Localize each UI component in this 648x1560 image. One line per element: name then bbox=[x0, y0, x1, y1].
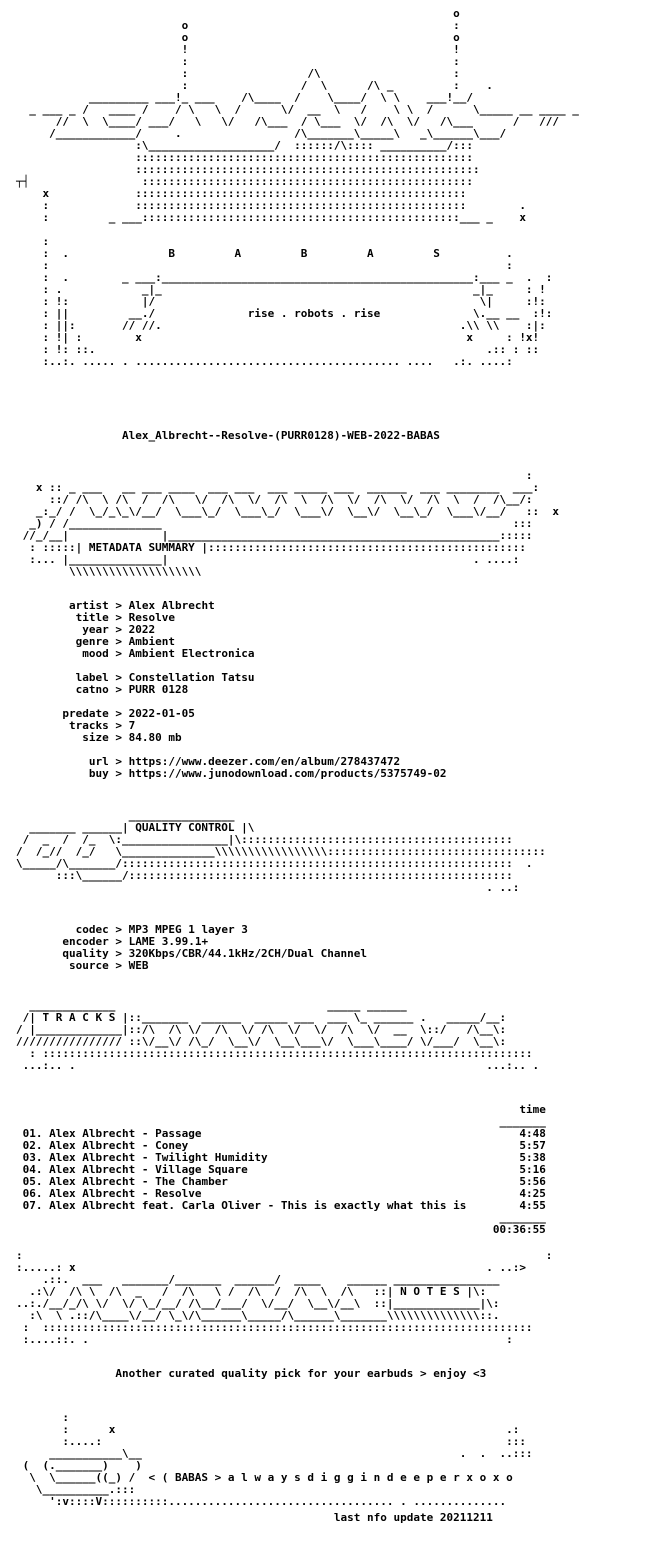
field-value: 7 bbox=[128, 719, 136, 732]
quality-control-fields: codec > MP3 MPEG 1 layer 3 encoder > LAM… bbox=[55, 923, 368, 972]
last-update-text: last nfo update 20211211 bbox=[333, 1511, 493, 1524]
track-number: 07. bbox=[22, 1199, 43, 1212]
field-key: buy bbox=[55, 767, 109, 780]
track-time: 5:38 bbox=[519, 1151, 546, 1164]
ascii-notes-banner: : : :.....: x . ..:> .::. ___ _______/__… bbox=[16, 1249, 553, 1346]
ascii-quality-control-banner: ________________ _______ ______| QUALITY… bbox=[16, 809, 546, 894]
total-time: 00:36:55 bbox=[492, 1223, 546, 1236]
track-number: 01. bbox=[22, 1127, 43, 1140]
last-update: last nfo update 20211211 bbox=[16, 1512, 493, 1524]
track-title: Alex Albrecht - Village Square bbox=[49, 1163, 248, 1176]
field-key: tracks bbox=[55, 719, 109, 732]
field-value: 2022-01-05 bbox=[128, 707, 195, 720]
tracks-rule: _______ bbox=[499, 1211, 546, 1224]
field-key: quality bbox=[55, 947, 109, 960]
field-key: year bbox=[55, 623, 109, 636]
track-title: Alex Albrecht feat. Carla Oliver - This … bbox=[49, 1199, 467, 1212]
field-key: catno bbox=[55, 683, 109, 696]
field-value: 320Kbps/CBR/44.1kHz/2CH/Dual Channel bbox=[128, 947, 368, 960]
field-key: mood bbox=[55, 647, 109, 660]
table-row: 05. Alex Albrecht - The Chamber 5:56 bbox=[16, 1175, 546, 1188]
track-number: 02. bbox=[22, 1139, 43, 1152]
table-row: 02. Alex Albrecht - Coney 5:57 bbox=[16, 1139, 546, 1152]
track-title: Alex Albrecht - Resolve bbox=[49, 1187, 202, 1200]
ascii-metadata-banner: : x :: _ ___ __ ___ ____ ___ ___ ___ ___… bbox=[22, 469, 560, 578]
track-title: Alex Albrecht - The Chamber bbox=[49, 1175, 228, 1188]
tracks-rule: _______ bbox=[499, 1115, 546, 1128]
ascii-footer-art: : : x .: :....: ::: ___________\__ bbox=[22, 1411, 533, 1508]
track-title: Alex Albrecht - Coney bbox=[49, 1139, 189, 1152]
ascii-header-art: o o : o o ! bbox=[16, 7, 579, 368]
field-value: 84.80 mb bbox=[128, 731, 182, 744]
field-key: artist bbox=[55, 599, 109, 612]
field-value: Alex Albrecht bbox=[128, 599, 215, 612]
release-name: Alex_Albrecht--Resolve-(PURR0128)-WEB-20… bbox=[16, 430, 440, 442]
field-value: Ambient bbox=[128, 635, 175, 648]
field-key: source bbox=[55, 959, 109, 972]
metadata-summary: artist > Alex Albrecht title > Resolve y… bbox=[55, 599, 447, 780]
track-number: 06. bbox=[22, 1187, 43, 1200]
release-name-text: Alex_Albrecht--Resolve-(PURR0128)-WEB-20… bbox=[121, 429, 440, 442]
field-key: encoder bbox=[55, 935, 109, 948]
table-row: 04. Alex Albrecht - Village Square 5:16 bbox=[16, 1163, 546, 1176]
notes-text: Another curated quality pick for your ea… bbox=[16, 1368, 486, 1380]
tracks-time-header: time bbox=[519, 1103, 546, 1116]
track-number: 05. bbox=[22, 1175, 43, 1188]
field-key: genre bbox=[55, 635, 109, 648]
ascii-tracks-banner: _____________ _____ ______ /| T R A C K … bbox=[16, 999, 540, 1072]
notes-text-line: Another curated quality pick for your ea… bbox=[115, 1367, 487, 1380]
track-number: 03. bbox=[22, 1151, 43, 1164]
field-key: predate bbox=[55, 707, 109, 720]
table-row: 01. Alex Albrecht - Passage 4:48 bbox=[16, 1127, 546, 1140]
field-value: Constellation Tatsu bbox=[128, 671, 255, 684]
field-value: https://www.junodownload.com/products/53… bbox=[128, 767, 447, 780]
field-value: PURR 0128 bbox=[128, 683, 189, 696]
table-row: 07. Alex Albrecht feat. Carla Oliver - T… bbox=[16, 1199, 546, 1212]
field-key: codec bbox=[55, 923, 109, 936]
track-time: 5:57 bbox=[519, 1139, 546, 1152]
track-time: 4:55 bbox=[519, 1199, 546, 1212]
field-value: https://www.deezer.com/en/album/27843747… bbox=[128, 755, 401, 768]
track-title: Alex Albrecht - Passage bbox=[49, 1127, 202, 1140]
track-time: 5:56 bbox=[519, 1175, 546, 1188]
track-number: 04. bbox=[22, 1163, 43, 1176]
field-value: LAME 3.99.1+ bbox=[128, 935, 209, 948]
track-time: 5:16 bbox=[519, 1163, 546, 1176]
field-value: Ambient Electronica bbox=[128, 647, 255, 660]
track-title: Alex Albrecht - Twilight Humidity bbox=[49, 1151, 268, 1164]
table-row: 06. Alex Albrecht - Resolve 4:25 bbox=[16, 1187, 546, 1200]
field-value: 2022 bbox=[128, 623, 156, 636]
field-value: MP3 MPEG 1 layer 3 bbox=[128, 923, 248, 936]
field-key: label bbox=[55, 671, 109, 684]
field-value: Resolve bbox=[128, 611, 175, 624]
field-key: size bbox=[55, 731, 109, 744]
field-key: url bbox=[55, 755, 109, 768]
track-list: time _______ 01. Alex Albrecht - Passage… bbox=[16, 1104, 546, 1236]
field-value: WEB bbox=[128, 959, 149, 972]
table-row: 03. Alex Albrecht - Twilight Humidity 5:… bbox=[16, 1151, 546, 1164]
track-time: 4:25 bbox=[519, 1187, 546, 1200]
track-time: 4:48 bbox=[519, 1127, 546, 1140]
field-key: title bbox=[55, 611, 109, 624]
